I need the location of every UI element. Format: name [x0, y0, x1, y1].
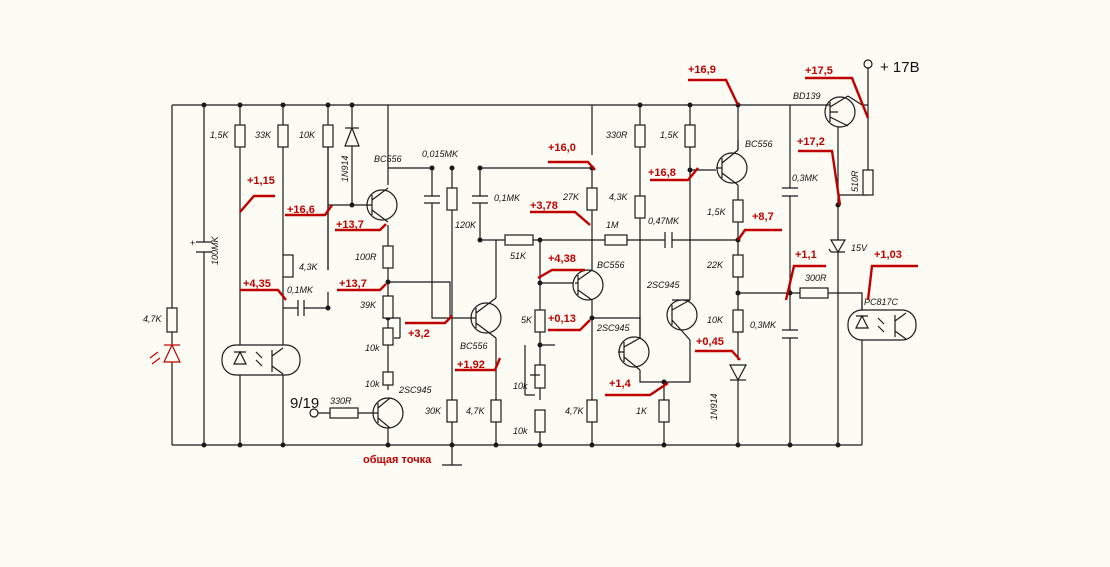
label-r-100r: 100R — [355, 252, 377, 262]
voltage-13-7-a: +13,7 — [336, 219, 364, 231]
diodes — [149, 126, 847, 382]
label-q-2sc945-b: 2SC945 — [646, 280, 681, 290]
label-r-30k: 30K — [425, 406, 442, 416]
label-c-01mk-a: 0,1MK — [494, 193, 521, 203]
label-q-bc556-c: BC556 — [597, 260, 625, 270]
label-r-4k7-c: 4,7K — [565, 406, 585, 416]
label-r-10k-c: 10K — [707, 315, 724, 325]
label-r-51k: 51K — [510, 251, 527, 261]
label-r-5k: 5K — [521, 315, 533, 325]
label-d-15v: 15V — [851, 243, 868, 253]
voltage-labels: +1,15 +16,6 +13,7 +4,35 +13,7 +3,2 +1,92… — [243, 64, 902, 390]
label-d-1n914-b: 1N914 — [709, 393, 719, 420]
voltage-16-0: +16,0 — [548, 142, 576, 154]
voltage-13-7-b: +13,7 — [339, 278, 367, 290]
voltage-3-2: +3,2 — [408, 328, 430, 340]
label-r-1m: 1M — [606, 220, 619, 230]
input-label: 9/19 — [290, 395, 319, 412]
wiring — [171, 68, 869, 466]
label-r-33k: 33K — [255, 130, 272, 140]
label-opto: PC817C — [864, 297, 899, 307]
terminals — [309, 59, 873, 418]
label-r-22k: 22K — [706, 260, 724, 270]
junction-dots — [201, 102, 841, 448]
component-labels: 4,7K 100MK 1,5K 33K 10K 1N914 BC556 0,01… — [143, 91, 899, 436]
label-r-4k7-led: 4,7K — [143, 314, 163, 324]
label-r-10k-b: 10k — [365, 379, 380, 389]
label-q-bc556-b: BC556 — [460, 341, 488, 351]
label-r-4k3-a: 4,3K — [299, 262, 319, 272]
label-q-bc556-d: BC556 — [745, 139, 773, 149]
label-c-100mk: 100MK — [210, 235, 220, 265]
voltage-17-2: +17,2 — [797, 136, 825, 148]
label-r-1k5-b: 1,5K — [660, 130, 680, 140]
label-rp-10k-c: 10k — [513, 426, 528, 436]
label-c-0015mk: 0,015MK — [422, 149, 459, 159]
label-c-03mk-a: 0,3MK — [792, 173, 819, 183]
label-r-4k7-b: 4,7K — [466, 406, 486, 416]
voltage-0-45: +0,45 — [696, 336, 724, 348]
capacitors: + — [190, 187, 798, 339]
label-q-2sc945-c: 2SC945 — [596, 323, 631, 333]
voltage-0-13: +0,13 — [548, 313, 576, 325]
label-r-1k: 1K — [636, 406, 648, 416]
voltage-17-5: +17,5 — [805, 65, 833, 77]
label-r-39k: 39K — [360, 300, 377, 310]
label-q-2sc945-a: 2SC945 — [398, 385, 433, 395]
ground-label: общая точка — [363, 454, 432, 466]
voltage-8-7: +8,7 — [752, 211, 774, 223]
label-r-27k: 27K — [562, 192, 580, 202]
label-c-03mk-b: 0,3MK — [750, 320, 777, 330]
optocouplers — [221, 309, 917, 376]
voltage-1-15: +1,15 — [247, 175, 275, 187]
voltage-marks — [239, 76, 918, 397]
label-r-300r: 300R — [805, 273, 827, 283]
label-r-10k-a: 10K — [299, 130, 316, 140]
label-rp-10k-b: 10k — [513, 381, 528, 391]
voltage-16-9: +16,9 — [688, 64, 716, 76]
voltage-3-78: +3,78 — [530, 200, 558, 212]
svg-text:+: + — [190, 238, 195, 248]
voltage-16-6: +16,6 — [287, 204, 315, 216]
voltage-4-35: +4,35 — [243, 278, 271, 290]
voltage-1-03: +1,03 — [874, 249, 902, 261]
voltage-4-38: +4,38 — [548, 253, 576, 265]
label-r-120k: 120K — [455, 220, 477, 230]
label-c-047mk: 0,47MK — [648, 216, 680, 226]
label-d-1n914-a: 1N914 — [340, 155, 350, 182]
label-c-01mk-b: 0,1MK — [287, 285, 314, 295]
label-r-1k5-a: 1,5K — [210, 130, 230, 140]
label-r-510r: 510R — [850, 170, 860, 192]
voltage-1-1: +1,1 — [795, 249, 817, 261]
label-q-bc556-a: BC556 — [374, 154, 402, 164]
label-r-330r-a: 330R — [330, 396, 352, 406]
label-rp-10k-a: 10k — [365, 343, 380, 353]
label-r-330r-b: 330R — [606, 130, 628, 140]
label-q-bd139: BD139 — [793, 91, 821, 101]
resistors — [166, 124, 874, 433]
transistors — [366, 95, 863, 429]
voltage-1-92: +1,92 — [457, 359, 485, 371]
voltage-1-4: +1,4 — [609, 378, 632, 390]
label-r-1k5-c: 1,5K — [707, 207, 727, 217]
voltage-16-8: +16,8 — [648, 167, 676, 179]
supply-label: + 17В — [880, 59, 920, 76]
label-r-4k3-b: 4,3K — [609, 192, 629, 202]
